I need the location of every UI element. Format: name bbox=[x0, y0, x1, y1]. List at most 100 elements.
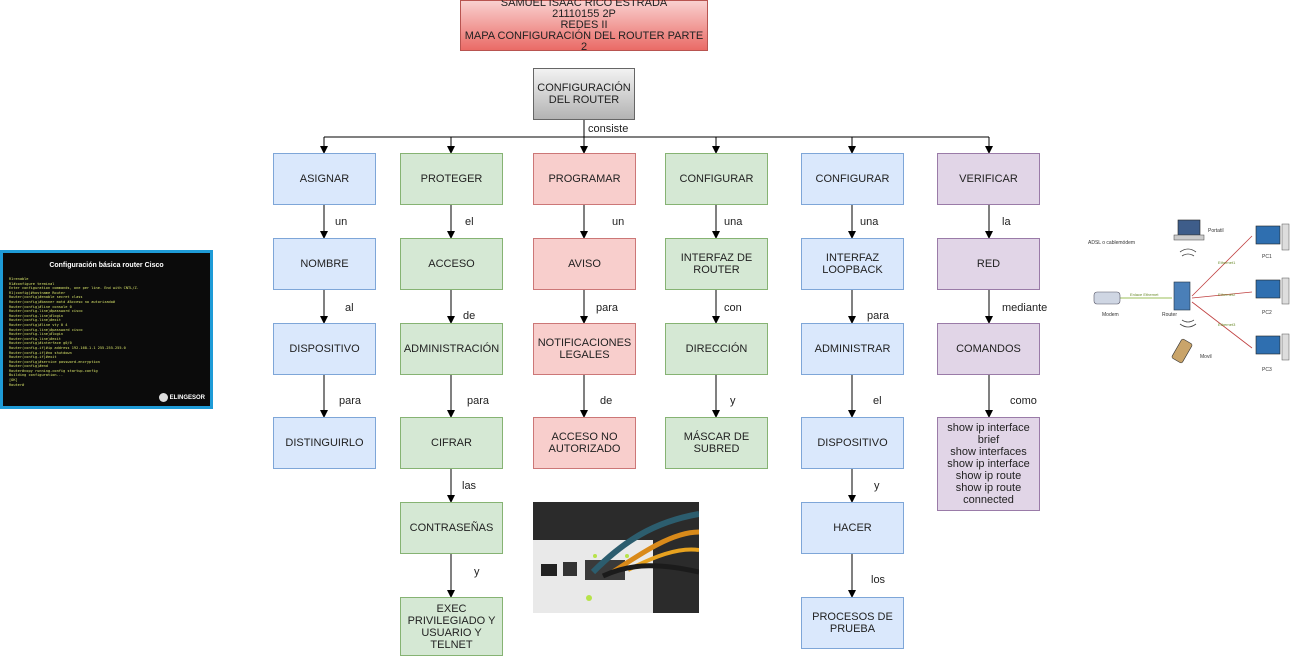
movil-label: Movil bbox=[1200, 354, 1212, 360]
edge-label: las bbox=[462, 480, 477, 492]
terminal-line: Router(config-if)#no shutdown bbox=[9, 350, 72, 355]
root-node: CONFIGURACIÓN DEL ROUTER bbox=[533, 68, 635, 120]
terminal-line: Router(config-if)#ip address 192.168.1.1… bbox=[9, 345, 126, 350]
edge-label: una bbox=[724, 216, 743, 228]
network-links bbox=[1093, 219, 1290, 364]
terminal-line: R1>enable bbox=[9, 277, 29, 281]
node-interfaz-router: INTERFAZ DE ROUTER bbox=[665, 238, 768, 290]
edge-label: mediante bbox=[1002, 302, 1048, 314]
edge-label-consiste: consiste bbox=[588, 123, 629, 135]
pc2-label: PC2 bbox=[1262, 310, 1272, 316]
terminal-line: Router(config-line)#exit bbox=[9, 336, 61, 341]
node-acceso: ACCESO bbox=[400, 238, 503, 290]
terminal-line: Router(config)#line vty 0 4 bbox=[9, 322, 68, 327]
node-direccion: DIRECCIÓN bbox=[665, 323, 768, 375]
terminal-line: Router(config)#banner motd #Acceso no au… bbox=[9, 299, 116, 304]
edge-label: el bbox=[873, 395, 882, 407]
node-proteger: PROTEGER bbox=[400, 153, 503, 205]
terminal-line: Router# bbox=[9, 382, 25, 387]
node-configurar-1: CONFIGURAR bbox=[665, 153, 768, 205]
node-distinguirlo: DISTINGUIRLO bbox=[273, 417, 376, 469]
node-aviso: AVISO bbox=[533, 238, 636, 290]
node-nombre: NOMBRE bbox=[273, 238, 376, 290]
node-exec: EXEC PRIVILEGIADO Y USUARIO Y TELNET bbox=[400, 597, 503, 656]
terminal-line: [OK] bbox=[9, 378, 18, 383]
eth2-label: Ethernet2 bbox=[1218, 292, 1236, 297]
terminal-line: Router(config-line)#login bbox=[9, 313, 64, 318]
pc3-label: PC3 bbox=[1262, 367, 1272, 373]
terminal-line: Router(config)#service password-encrypti… bbox=[9, 359, 100, 364]
node-acceso-no-autorizado: ACCESO NO AUTORIZADO bbox=[533, 417, 636, 469]
pc1-label: PC1 bbox=[1262, 254, 1272, 260]
node-comandos: COMANDOS bbox=[937, 323, 1040, 375]
title-line-2: 21110155 2P bbox=[552, 8, 616, 20]
title-line-3: REDES II bbox=[560, 19, 608, 31]
modem-caption: ADSL o cablemódem bbox=[1088, 240, 1136, 246]
node-verificar: VERIFICAR bbox=[937, 153, 1040, 205]
title-box: SAMUEL ISAAC RICO ESTRADA 21110155 2P RE… bbox=[460, 0, 708, 53]
terminal-line: Router(config-line)#exit bbox=[9, 318, 61, 323]
terminal-line: Router(config)#line console 0 bbox=[9, 304, 72, 309]
edge-label: el bbox=[465, 216, 474, 228]
router-label: Router bbox=[1162, 312, 1178, 318]
brand-text: ELINGESOR bbox=[169, 394, 205, 401]
edge-label: los bbox=[871, 574, 886, 586]
terminal-heading: Configuración básica router Cisco bbox=[49, 262, 164, 269]
brand-logo: ELINGESOR bbox=[158, 393, 205, 402]
link-modem-label: Enlace Ethernet bbox=[1130, 292, 1159, 297]
eth3-label: Ethernet3 bbox=[1218, 322, 1236, 327]
node-configurar-2: CONFIGURAR bbox=[801, 153, 904, 205]
edge-label: y bbox=[474, 566, 480, 578]
eth1-label: Ethernet1 bbox=[1218, 260, 1236, 265]
title-line-4: MAPA CONFIGURACIÓN DEL ROUTER PARTE 2 bbox=[464, 30, 704, 53]
edge-label: y bbox=[874, 480, 880, 492]
edge-label: para bbox=[596, 302, 619, 314]
terminal-line: Router(config-line)#password cisco bbox=[9, 327, 83, 332]
modem-label: Modem bbox=[1102, 312, 1119, 318]
edge-label: como bbox=[1010, 395, 1037, 407]
title-line-1: SAMUEL ISAAC RICO ESTRADA bbox=[500, 0, 668, 9]
terminal-line: Router(config)#end bbox=[9, 364, 48, 369]
node-procesos-prueba: PROCESOS DE PRUEBA bbox=[801, 597, 904, 649]
terminal-line: R1#configure terminal bbox=[9, 281, 55, 286]
node-dispositivo: DISPOSITIVO bbox=[273, 323, 376, 375]
node-interfaz-loopback: INTERFAZ LOOPBACK bbox=[801, 238, 904, 290]
edge-label: una bbox=[860, 216, 879, 228]
node-mascara-subred: MÁSCAR DE SUBRED bbox=[665, 417, 768, 469]
terminal-line: Router(config-if)#exit bbox=[9, 355, 57, 360]
terminal-line: Router(config-line)#login bbox=[9, 332, 64, 337]
edge-label: para bbox=[467, 395, 490, 407]
edge-label: con bbox=[724, 302, 742, 314]
terminal-line: Router#copy running-config startup-confi… bbox=[9, 368, 98, 373]
terminal-line: Router(config)#interface g0/0 bbox=[9, 341, 72, 346]
edge-label: para bbox=[339, 395, 362, 407]
network-diagram: ADSL o cablemódem Modem Router Portatil … bbox=[1080, 212, 1292, 382]
node-show-commands: show ip interface brief show interfaces … bbox=[937, 417, 1040, 511]
node-red: RED bbox=[937, 238, 1040, 290]
terminal-line: Building configuration... bbox=[9, 373, 64, 378]
node-notificaciones: NOTIFICACIONES LEGALES bbox=[533, 323, 636, 375]
node-asignar: ASIGNAR bbox=[273, 153, 376, 205]
edge-label: la bbox=[1002, 216, 1011, 228]
node-hacer: HACER bbox=[801, 502, 904, 554]
node-administrar: ADMINISTRAR bbox=[801, 323, 904, 375]
terminal-line: Router(config-line)#password cisco bbox=[9, 309, 83, 314]
terminal-line: Router(config)#enable secret class bbox=[9, 295, 83, 300]
terminal-line: Enter configuration commands, one per li… bbox=[9, 286, 139, 291]
terminal-screenshot: Configuración básica router Cisco R1>ena… bbox=[0, 250, 213, 409]
node-programar: PROGRAMAR bbox=[533, 153, 636, 205]
node-administracion: ADMINISTRACIÓN bbox=[400, 323, 503, 375]
edge-label: un bbox=[612, 216, 625, 228]
edge-label: para bbox=[867, 310, 890, 322]
edge-label: y bbox=[730, 395, 736, 407]
router-photo bbox=[533, 502, 699, 613]
edge-label: al bbox=[345, 302, 354, 314]
node-contrasenas: CONTRASEÑAS bbox=[400, 502, 503, 554]
portatil-label: Portatil bbox=[1208, 228, 1224, 234]
node-dispositivo-2: DISPOSITIVO bbox=[801, 417, 904, 469]
node-cifrar: CIFRAR bbox=[400, 417, 503, 469]
brand-icon bbox=[158, 393, 168, 402]
edge-label: de bbox=[600, 395, 613, 407]
